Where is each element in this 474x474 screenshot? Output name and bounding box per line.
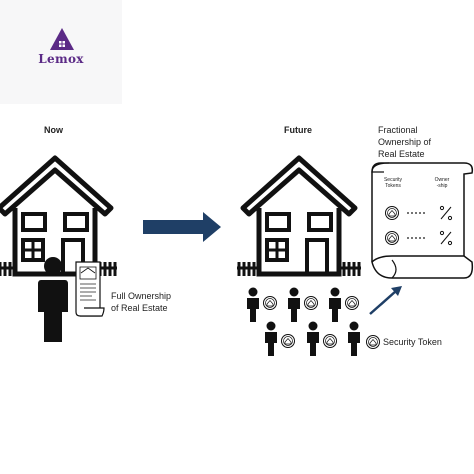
transition-arrow	[143, 212, 221, 242]
deed-document-icon	[75, 261, 105, 317]
security-token-legend-icon	[366, 335, 380, 349]
scroll-token-2	[385, 231, 399, 245]
doc-col1-line2: Tokens	[385, 183, 401, 189]
full-ownership-line1: Full Ownership	[111, 291, 172, 301]
doc-column-security-tokens: Security Tokens	[379, 177, 407, 189]
fractional-title-line3: Real Estate	[378, 149, 425, 159]
security-token-caption: Security Token	[383, 337, 442, 347]
house-future-icon	[237, 158, 361, 276]
owner-person-icon	[38, 257, 68, 342]
logo-panel: Lemox	[0, 0, 122, 104]
token-holders-group	[247, 287, 360, 356]
doc-col1-line1: Security	[383, 177, 403, 183]
full-ownership-caption: Full Ownership of Real Estate	[111, 290, 171, 314]
pointer-arrow	[369, 286, 402, 315]
fractional-ownership-title: Fractional Ownership of Real Estate	[378, 124, 431, 160]
house-logo-icon	[50, 28, 74, 50]
percent-sign-2	[439, 230, 453, 246]
future-heading: Future	[284, 125, 312, 135]
doc-column-ownership: Owner -ship	[428, 177, 456, 189]
fractional-ownership-scroll	[371, 162, 474, 279]
brand-name: Lemox	[38, 52, 84, 66]
scroll-token-1	[385, 206, 399, 220]
full-ownership-line2: of Real Estate	[111, 303, 168, 313]
fractional-title-line2: Ownership of	[378, 137, 432, 147]
doc-col2-line1: Owner	[434, 177, 450, 183]
now-heading: Now	[44, 125, 63, 135]
house-now-icon	[0, 158, 117, 276]
doc-col2-line2: -ship	[436, 183, 448, 189]
percent-sign-1	[439, 205, 453, 221]
fractional-title-line1: Fractional	[378, 125, 418, 135]
